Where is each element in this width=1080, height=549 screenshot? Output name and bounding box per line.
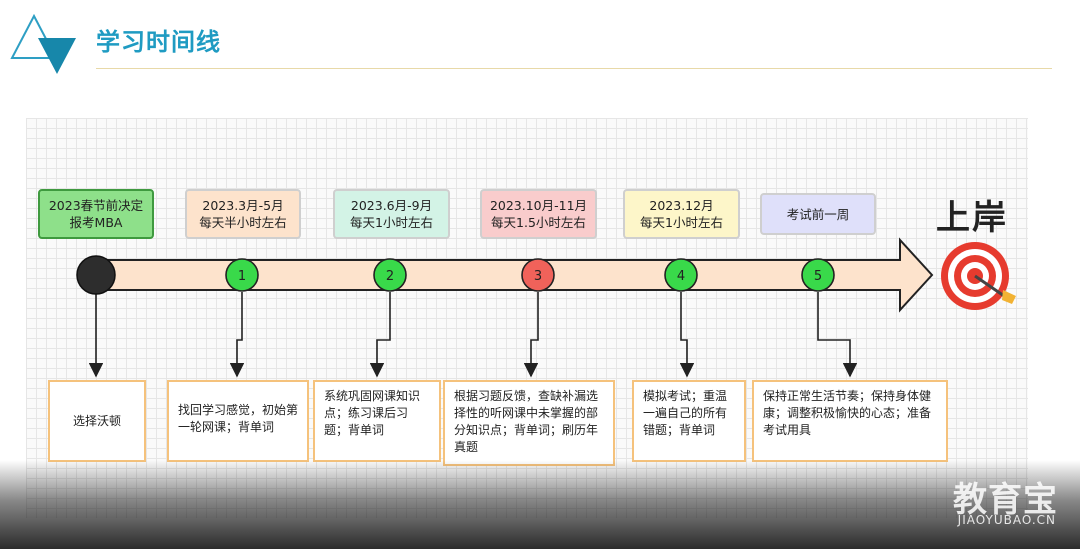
phase-box-1: 2023.3月-5月 每天半小时左右 xyxy=(185,189,301,239)
target-icon xyxy=(941,242,1016,310)
bottom-shadow-overlay xyxy=(0,460,1080,549)
timeline-node-1: 1 xyxy=(225,258,259,292)
timeline-node-4: 4 xyxy=(664,258,698,292)
task-box-start: 选择沃顿 xyxy=(48,380,146,462)
phase-box-4: 2023.12月 每天1小时左右 xyxy=(623,189,740,239)
phase-line: 报考MBA xyxy=(69,215,123,230)
phase-period: 2023.3月-5月 xyxy=(202,198,284,213)
task-text: 找回学习感觉，初始第一轮网课；背单词 xyxy=(178,403,299,434)
watermark-logo: 教育宝 xyxy=(953,480,1058,520)
phase-period: 2023.12月 xyxy=(649,198,714,213)
node-number: 3 xyxy=(534,269,542,284)
task-text: 选择沃顿 xyxy=(72,413,121,428)
timeline-node-5: 5 xyxy=(801,258,835,292)
task-box-3: 根据习题反馈，查缺补漏选择性的听网课中未掌握的部分知识点；背单词；刷历年真题 xyxy=(443,380,615,466)
node-number: 2 xyxy=(386,269,394,284)
phase-period: 考试前一周 xyxy=(786,206,850,222)
task-text: 根据习题反馈，查缺补漏选择性的听网课中未掌握的部分知识点；背单词；刷历年真题 xyxy=(454,389,599,454)
task-text: 系统巩固网课知识点；练习课后习题；背单词 xyxy=(324,389,421,437)
phase-study-time: 每天半小时左右 xyxy=(199,215,287,230)
connector-lines xyxy=(88,292,858,378)
phase-study-time: 每天1.5小时左右 xyxy=(491,215,586,230)
task-box-2: 系统巩固网课知识点；练习课后习题；背单词 xyxy=(313,380,441,462)
phase-study-time: 每天1小时左右 xyxy=(640,215,723,230)
task-text: 保持正常生活节奏；保持身体健康；调整积极愉快的心态；准备考试用具 xyxy=(763,389,932,437)
phase-box-5: 考试前一周 xyxy=(760,193,876,235)
phase-period: 2023.10月-11月 xyxy=(489,198,588,213)
timeline-start-node xyxy=(76,255,116,295)
title-divider xyxy=(96,68,1052,69)
task-text: 模拟考试；重温一遍自己的所有错题；背单词 xyxy=(643,389,728,437)
task-box-4: 模拟考试；重温一遍自己的所有错题；背单词 xyxy=(632,380,746,462)
node-number: 1 xyxy=(238,269,246,284)
node-number: 4 xyxy=(677,269,685,284)
timeline-node-3: 3 xyxy=(521,258,555,292)
phase-study-time: 每天1小时左右 xyxy=(350,215,433,230)
timeline-arrow xyxy=(95,237,934,313)
task-box-1: 找回学习感觉，初始第一轮网课；背单词 xyxy=(167,380,309,462)
timeline-node-2: 2 xyxy=(373,258,407,292)
corner-triangle-logo xyxy=(10,13,80,80)
phase-box-3: 2023.10月-11月 每天1.5小时左右 xyxy=(480,189,597,239)
node-number: 5 xyxy=(814,269,822,284)
page-title: 学习时间线 xyxy=(96,28,221,56)
phase-box-2: 2023.6月-9月 每天1小时左右 xyxy=(333,189,450,239)
task-box-5: 保持正常生活节奏；保持身体健康；调整积极愉快的心态；准备考试用具 xyxy=(752,380,948,462)
phase-line: 2023春节前决定 xyxy=(48,198,144,213)
goal-label: 上岸 xyxy=(936,198,1008,238)
phase-period: 2023.6月-9月 xyxy=(350,198,433,213)
phase-box-start: 2023春节前决定 报考MBA xyxy=(38,189,154,239)
watermark-url: JIAOYUBAO.CN xyxy=(957,513,1056,527)
